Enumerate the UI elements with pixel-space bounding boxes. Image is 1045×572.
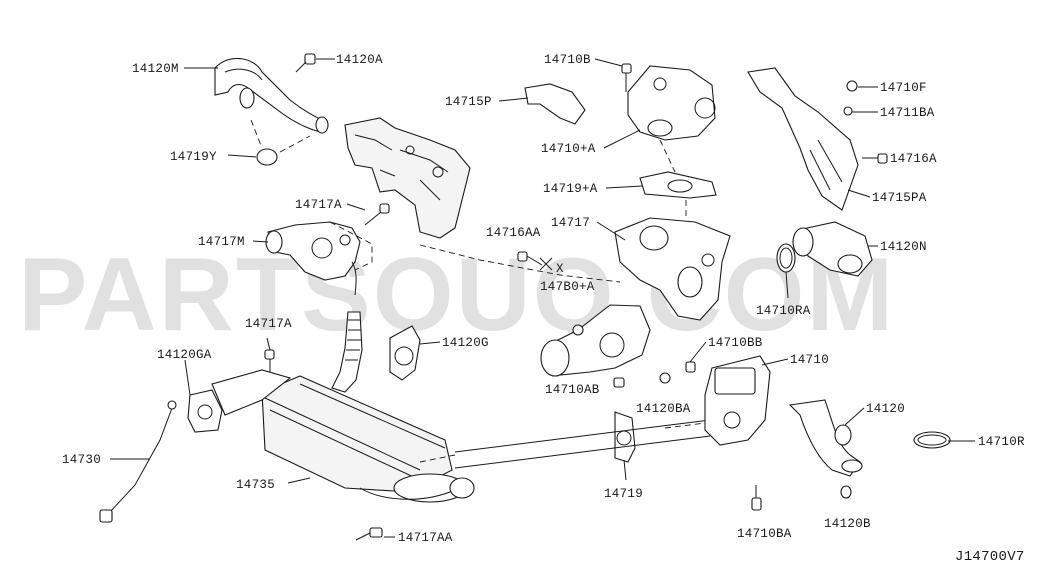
- bolt-14717a-mid[interactable]: [264, 349, 275, 372]
- bolt-14716a[interactable]: [862, 153, 888, 164]
- sensor-14730[interactable]: [99, 400, 177, 523]
- callout-14711ba[interactable]: 14711BA: [880, 106, 935, 120]
- bolt-14710bb[interactable]: [685, 361, 696, 373]
- callout-14120n[interactable]: 14120N: [880, 240, 927, 254]
- callout-14717m[interactable]: 14717M: [198, 235, 245, 249]
- egr-housing-14717[interactable]: [614, 217, 731, 321]
- watermark: PARTSOUQ.COM: [18, 237, 895, 353]
- callout-14710f[interactable]: 14710F: [880, 81, 927, 95]
- egr-tube-14120m[interactable]: [214, 57, 329, 134]
- callout-14717[interactable]: 14717: [551, 216, 590, 230]
- hose-14120n[interactable]: [792, 221, 873, 277]
- bolt-14120b[interactable]: [840, 485, 852, 499]
- callout-14120ba[interactable]: 14120BA: [636, 402, 691, 416]
- heat-shield-14715pa[interactable]: [747, 67, 859, 211]
- bolt-14717a-top[interactable]: [364, 203, 390, 226]
- callout-14715p[interactable]: 14715P: [445, 95, 492, 109]
- gasket-14719[interactable]: [614, 411, 636, 463]
- callout-14120b[interactable]: 14120B: [824, 517, 871, 531]
- callout-14715pa[interactable]: 14715PA: [872, 191, 927, 205]
- callout-14710[interactable]: 14710: [790, 353, 829, 367]
- bolt-14716aa[interactable]: [517, 251, 543, 266]
- callout-14710r[interactable]: 14710R: [978, 435, 1025, 449]
- bolt-14710ba[interactable]: [751, 485, 762, 511]
- gasket-14120g[interactable]: [389, 325, 421, 381]
- leader-lines: [110, 58, 975, 538]
- callout-14710ba[interactable]: 14710BA: [737, 527, 792, 541]
- bolt-14710b[interactable]: [621, 63, 632, 92]
- callout-14717a-top[interactable]: 14717A: [295, 198, 342, 212]
- bracket-14715p[interactable]: [524, 83, 586, 125]
- bolt-14710f[interactable]: [846, 80, 858, 92]
- callout-14120g[interactable]: 14120G: [442, 336, 489, 350]
- callout-14716aa[interactable]: 14716AA: [486, 226, 541, 240]
- throttle-body-147b0[interactable]: [540, 304, 651, 377]
- egr-cooler-14735[interactable]: [261, 375, 475, 503]
- gasket-14719a[interactable]: [639, 171, 717, 199]
- nut-14120ba[interactable]: [659, 372, 671, 384]
- gasket-14719y[interactable]: [256, 148, 278, 166]
- callout-14716a[interactable]: 14716A: [890, 152, 937, 166]
- callout-14717aa[interactable]: 14717AA: [398, 531, 453, 545]
- egr-tube-14120[interactable]: [788, 399, 863, 477]
- nut-14711ba[interactable]: [843, 106, 853, 116]
- egr-valve-14710[interactable]: [704, 355, 771, 446]
- callout-14120m[interactable]: 14120M: [132, 62, 179, 76]
- callout-14719[interactable]: 14719: [604, 487, 643, 501]
- cooler-inlet-flange[interactable]: [211, 369, 292, 416]
- egr-actuator-14710a[interactable]: [627, 65, 716, 141]
- callout-x: X: [556, 262, 564, 276]
- clamp-14710r[interactable]: [913, 431, 951, 449]
- callout-14717a-mid[interactable]: 14717A: [245, 317, 292, 331]
- callout-14730[interactable]: 14730: [62, 453, 101, 467]
- callout-14120[interactable]: 14120: [866, 402, 905, 416]
- callout-14710ab[interactable]: 14710AB: [545, 383, 600, 397]
- bolt-14710ab[interactable]: [613, 377, 625, 388]
- callout-14710b[interactable]: 14710B: [544, 53, 591, 67]
- x-marker: [539, 257, 553, 271]
- callout-14719a[interactable]: 14719+A: [543, 182, 598, 196]
- callout-14120a[interactable]: 14120A: [336, 53, 383, 67]
- connecting-pipe: [454, 419, 711, 469]
- callout-14120ga[interactable]: 14120GA: [157, 348, 212, 362]
- gasket-14120ga[interactable]: [187, 389, 223, 433]
- egr-valve-14717m[interactable]: [265, 221, 361, 296]
- callout-14710a[interactable]: 14710+A: [541, 142, 596, 156]
- flex-tube[interactable]: [331, 311, 363, 393]
- callout-147b0a[interactable]: 147B0+A: [540, 280, 595, 294]
- callout-14719y[interactable]: 14719Y: [170, 150, 217, 164]
- callout-14735[interactable]: 14735: [236, 478, 275, 492]
- engine-block: [344, 117, 471, 239]
- callout-14710bb[interactable]: 14710BB: [708, 336, 763, 350]
- callout-14710ra[interactable]: 14710RA: [756, 304, 811, 318]
- bolt-14120a[interactable]: [295, 53, 335, 73]
- diagram-code: J14700V7: [955, 549, 1025, 565]
- bolt-14717aa[interactable]: [355, 527, 383, 541]
- clamp-14710ra[interactable]: [776, 243, 796, 273]
